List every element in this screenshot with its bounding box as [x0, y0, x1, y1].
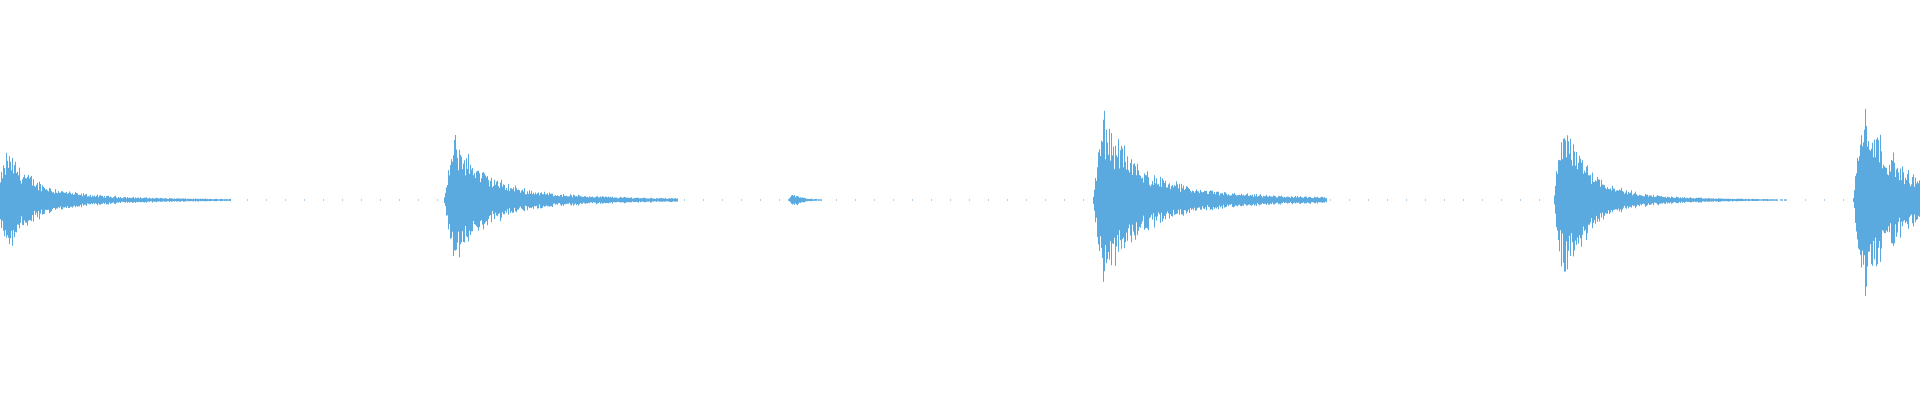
waveform-bars [0, 90, 1920, 310]
waveform-transient-2 [443, 134, 451, 266]
waveform-transient-4 [1092, 114, 1100, 286]
waveform-transient-3 [787, 189, 795, 211]
waveform-transient-1 [0, 145, 8, 255]
waveform-signal [0, 108, 1920, 296]
waveform-transient-5 [1553, 96, 1561, 305]
waveform-transient-6 [1853, 90, 1861, 310]
